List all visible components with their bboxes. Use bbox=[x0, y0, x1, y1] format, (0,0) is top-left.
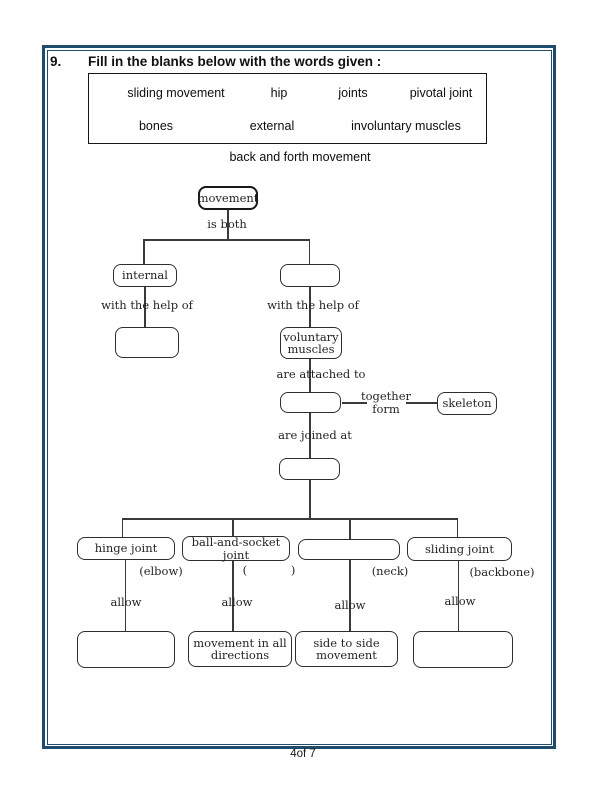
connector-line bbox=[144, 286, 146, 327]
blank-box-external bbox=[280, 264, 340, 287]
connector-line bbox=[232, 519, 234, 537]
label-with-the-help-of-left: with the help of bbox=[101, 298, 193, 312]
node-voluntary-muscles: voluntary muscles bbox=[280, 327, 342, 359]
connector-line bbox=[457, 560, 459, 633]
connector-line bbox=[456, 519, 458, 538]
connector-line bbox=[227, 210, 229, 240]
word-bank-item: bones bbox=[138, 119, 174, 133]
blank-box-bones bbox=[280, 392, 341, 413]
page-number: 4of 7 bbox=[290, 748, 316, 760]
connector-line bbox=[309, 286, 311, 327]
label-allow-4: allow bbox=[444, 594, 476, 608]
label-elbow: (elbow) bbox=[139, 564, 183, 578]
connector-line bbox=[143, 239, 310, 241]
label-is-both: is both bbox=[207, 217, 247, 231]
node-side-to-side-movement: side to side movement bbox=[295, 631, 398, 667]
label-are-attached-to: are attached to bbox=[276, 367, 366, 381]
word-bank-extra-item: back and forth movement bbox=[229, 150, 371, 164]
word-bank-item: pivotal joint bbox=[409, 86, 473, 100]
question-title: Fill in the blanks below with the words … bbox=[88, 54, 382, 69]
connector-line bbox=[308, 240, 310, 264]
node-hinge-joint: hinge joint bbox=[77, 537, 175, 560]
word-bank-item: sliding movement bbox=[127, 86, 225, 100]
label-backbone: (backbone) bbox=[469, 565, 535, 579]
connector-line bbox=[406, 402, 437, 404]
label-are-joined-at: are joined at bbox=[278, 428, 352, 442]
blank-box-under-hinge bbox=[77, 631, 175, 668]
connector-line bbox=[124, 559, 126, 633]
word-bank-item: joints bbox=[338, 86, 368, 100]
word-bank-item: external bbox=[249, 119, 295, 133]
page-border-inner bbox=[46, 49, 552, 745]
connector-line bbox=[349, 519, 351, 540]
connector-line bbox=[309, 479, 311, 519]
node-sliding-joint: sliding joint bbox=[407, 537, 512, 561]
label-allow-3: allow bbox=[334, 598, 366, 612]
node-skeleton: skeleton bbox=[437, 392, 497, 415]
label-with-the-help-of-right: with the help of bbox=[267, 298, 359, 312]
label-together-form: together form bbox=[360, 389, 412, 416]
page-border bbox=[42, 45, 556, 749]
connector-line bbox=[309, 412, 311, 458]
connector-line bbox=[121, 519, 123, 538]
label-neck: (neck) bbox=[371, 564, 409, 578]
connector-line bbox=[309, 358, 311, 392]
node-movement-in-all-directions: movement in all directions bbox=[188, 631, 292, 667]
blank-box-under-sliding bbox=[413, 631, 513, 668]
blank-box-joints bbox=[279, 458, 340, 480]
blank-box-pivotal-joint bbox=[298, 539, 400, 560]
word-bank-item: involuntary muscles bbox=[351, 119, 461, 133]
node-movement: movement bbox=[198, 186, 258, 210]
label-allow-1: allow bbox=[110, 595, 142, 609]
label-blank-parens: ( ) bbox=[242, 563, 296, 577]
node-internal: internal bbox=[113, 264, 177, 287]
connector-line bbox=[232, 559, 234, 633]
question-number: 9. bbox=[50, 54, 62, 69]
node-ball-and-socket-joint: ball-and-socket joint bbox=[182, 536, 290, 561]
connector-line bbox=[342, 402, 367, 404]
connector-line bbox=[349, 559, 351, 633]
word-bank-item: hip bbox=[270, 86, 288, 100]
label-allow-2: allow bbox=[221, 595, 253, 609]
connector-line bbox=[143, 240, 145, 264]
connector-line bbox=[122, 518, 458, 520]
blank-box-under-internal bbox=[115, 327, 179, 358]
word-bank-box: sliding movement hip joints pivotal join… bbox=[88, 73, 487, 144]
